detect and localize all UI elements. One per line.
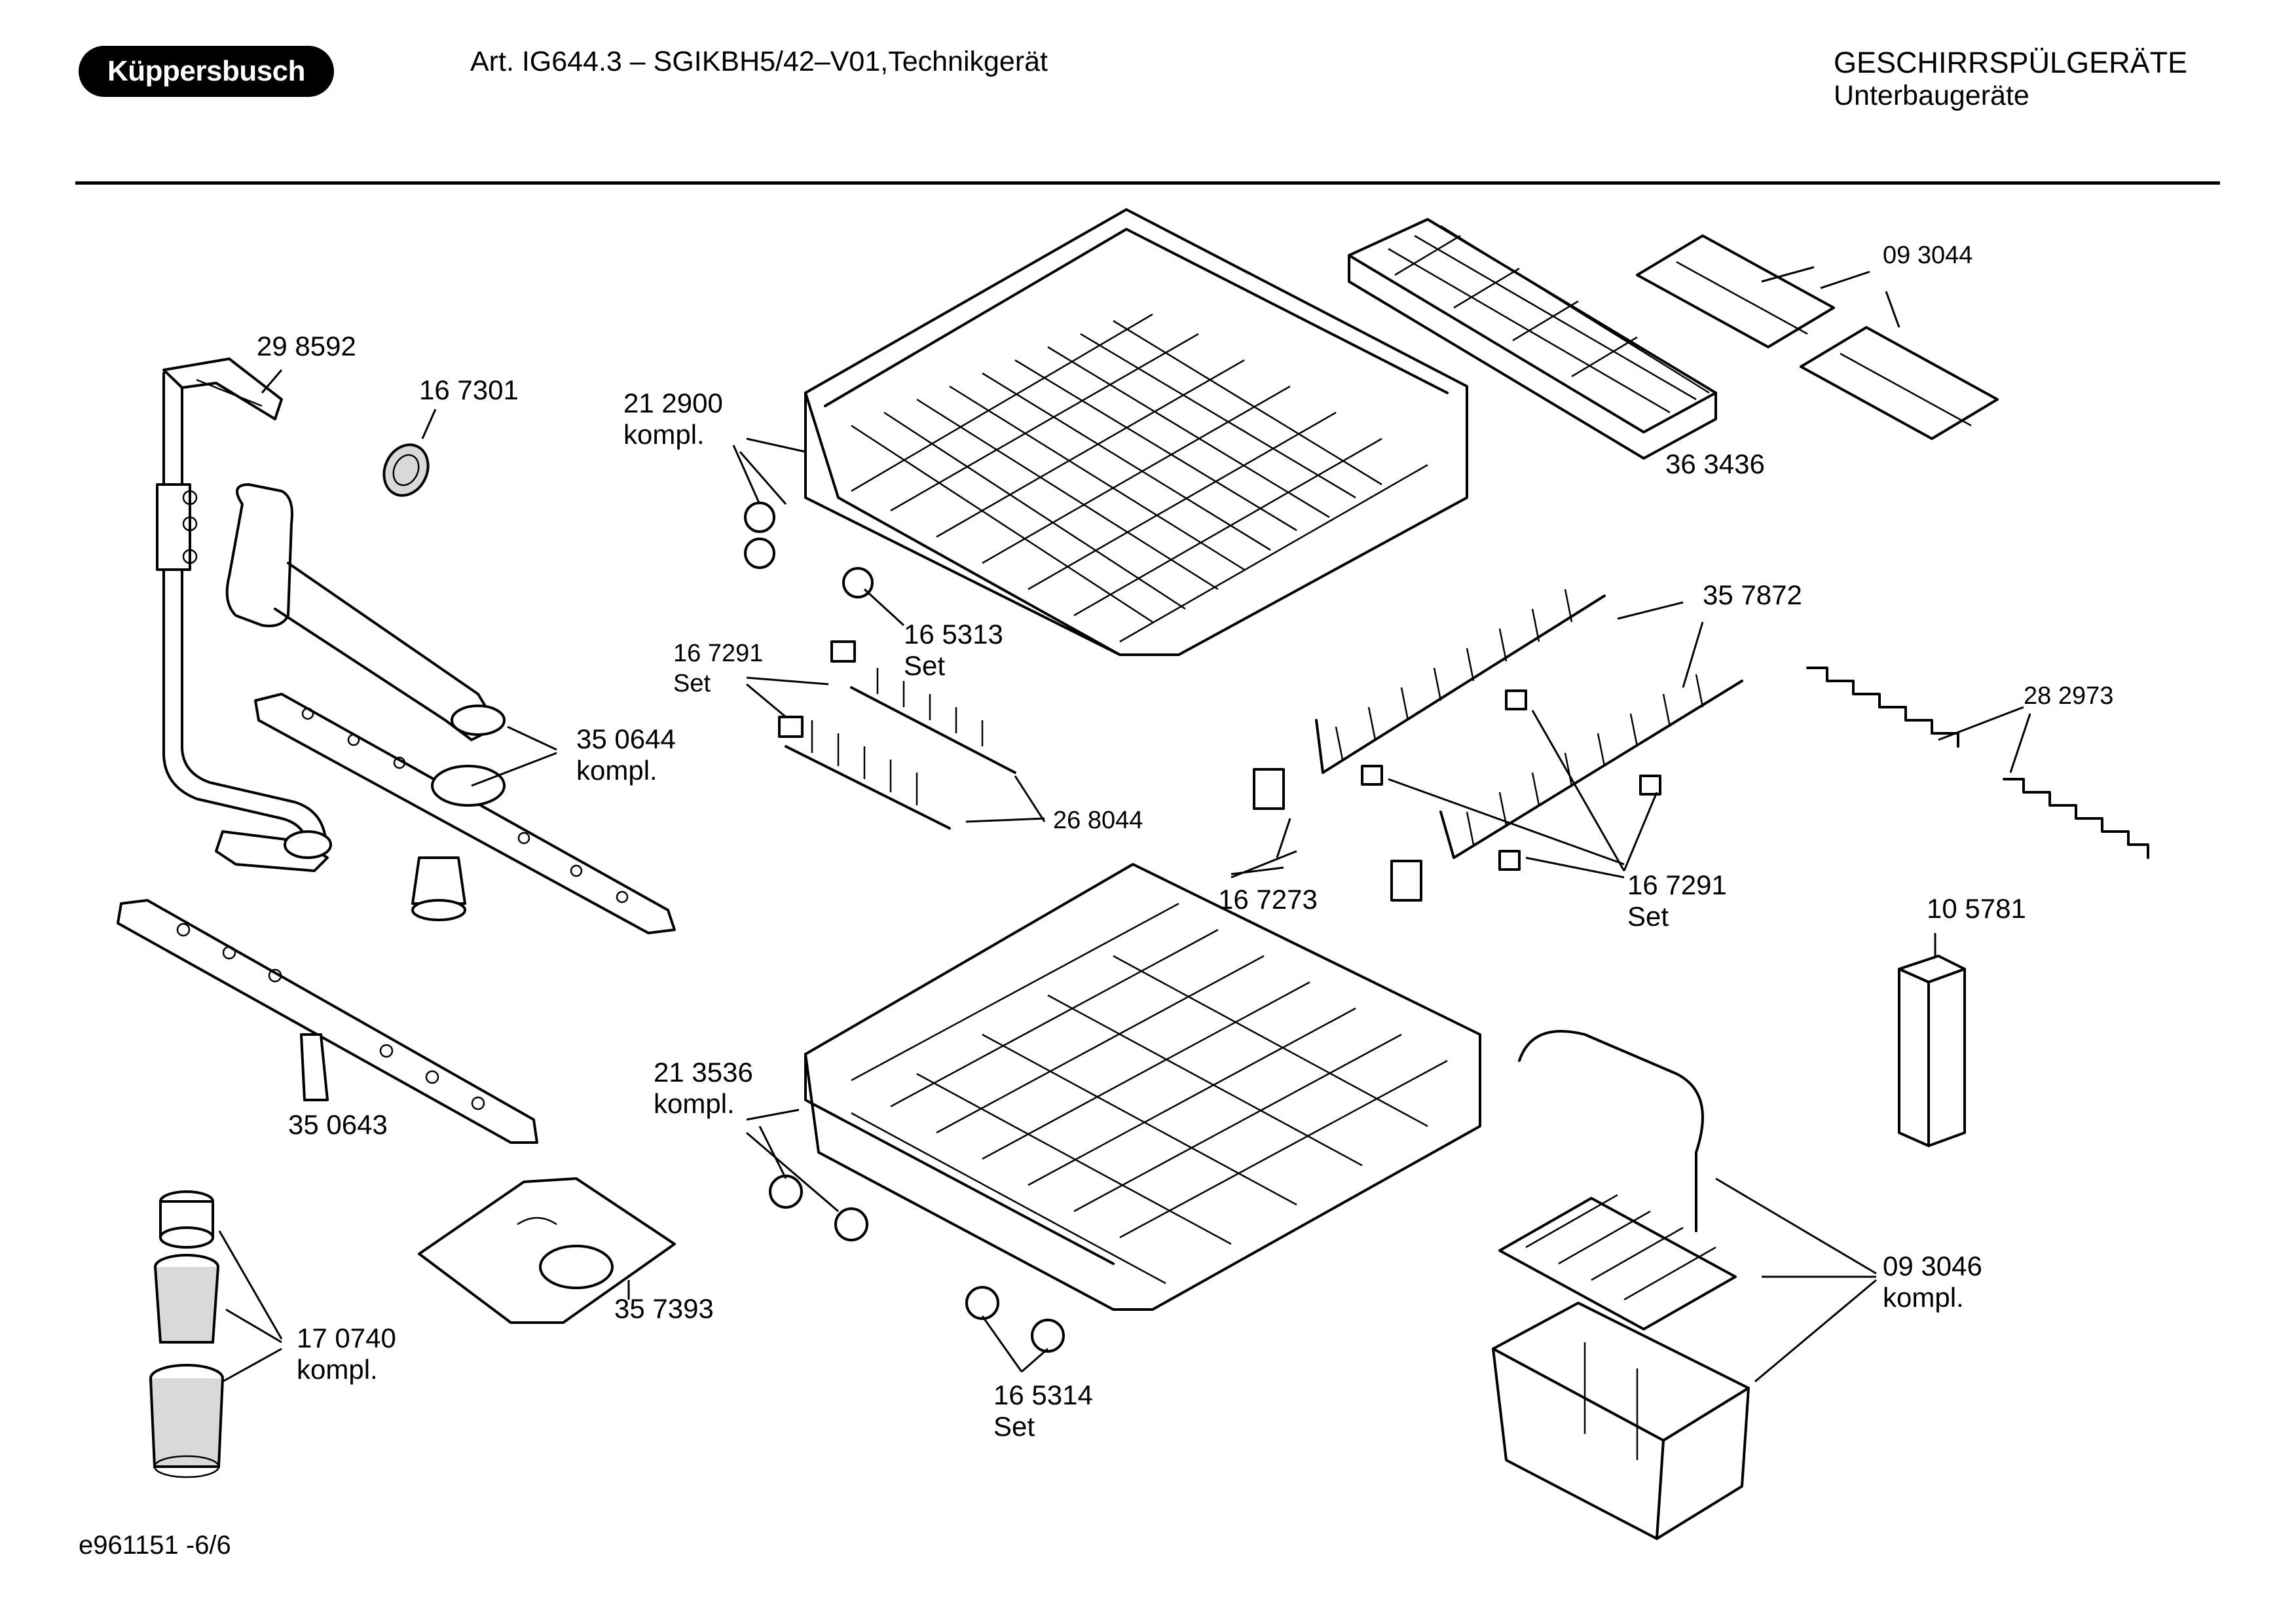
header-divider [75, 181, 2220, 185]
part-label-357872: 35 7872 [1703, 579, 1802, 610]
upper-arm-pipe [225, 483, 506, 741]
cutlery-container [1898, 955, 1966, 1147]
part-label-268044: 26 8044 [1053, 807, 1143, 834]
subcategory-title: Unterbaugeräte [1834, 80, 2029, 111]
spray-supply-pipe [156, 357, 332, 872]
leader-lines [218, 266, 2031, 1383]
part-label-093044: 09 3044 [1883, 242, 1973, 269]
folding-spike-rows [1315, 589, 1743, 859]
cup-racks [1636, 234, 1999, 440]
part-label-105781: 10 5781 [1927, 893, 2026, 924]
article-title: Art. IG644.3 – SGIKBH5/42–V01,Technikger… [470, 46, 1048, 77]
part-label-350643: 35 0643 [288, 1109, 388, 1140]
lower-spray-arm [117, 899, 538, 1144]
lower-basket [769, 863, 1481, 1353]
part-label-167301: 16 7301 [419, 375, 519, 405]
rack-clips [778, 640, 1661, 902]
filter-cap [382, 443, 430, 497]
upper-basket [744, 208, 1468, 656]
category-title: GESCHIRRSPÜLGERÄTE [1834, 46, 2188, 79]
cutlery-tray [1348, 218, 1717, 460]
small-spike-rail [785, 668, 1016, 830]
cutlery-basket [1492, 1030, 1750, 1540]
brand-logo: Küppersbusch [79, 46, 334, 97]
part-label-298592: 29 8592 [257, 331, 356, 361]
sump-cover-plate [418, 1177, 676, 1324]
upper-spray-arm [254, 693, 676, 934]
step-rails [1806, 667, 2149, 859]
part-label-363436: 36 3436 [1665, 449, 1765, 479]
part-label-357393: 35 7393 [614, 1293, 714, 1324]
drawing-id: e961151 -6/6 [79, 1531, 231, 1560]
filter-set [149, 1190, 224, 1478]
part-label-167273: 16 7273 [1218, 884, 1318, 915]
part-label-282973: 28 2973 [2024, 682, 2114, 710]
